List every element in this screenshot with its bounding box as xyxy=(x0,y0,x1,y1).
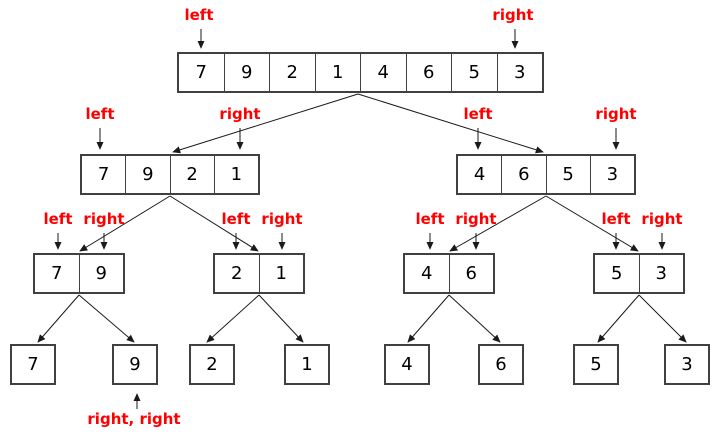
array-cell: 2 xyxy=(215,255,260,292)
split-arrow xyxy=(169,195,259,252)
split-arrow xyxy=(449,195,547,252)
array-level3-c: 4 6 xyxy=(403,253,495,294)
array-cell: 5 xyxy=(595,255,640,292)
array-cell: 3 xyxy=(514,62,526,83)
array-cell: 9 xyxy=(225,54,270,91)
split-arrow xyxy=(206,294,260,343)
right-pointer-label: right xyxy=(641,210,683,228)
array-cell: 3 xyxy=(655,263,667,284)
array-cell: 2 xyxy=(171,156,215,193)
array-cell: 9 xyxy=(126,156,171,193)
array-cell: 3 xyxy=(606,164,619,185)
right-pointer-label: right xyxy=(219,105,261,123)
array-level3-b: 2 1 xyxy=(213,253,305,294)
right-pointer-label: right xyxy=(83,210,125,228)
array-cell: 6 xyxy=(502,156,547,193)
split-arrow xyxy=(638,294,687,343)
array-cell: 6 xyxy=(465,263,477,284)
split-arrow xyxy=(597,294,640,343)
array-cell: 6 xyxy=(407,54,452,91)
array-cell: 4 xyxy=(458,156,503,193)
right-pointer-label: right xyxy=(261,210,303,228)
box-level4-6: 6 xyxy=(478,344,524,385)
array-cell: 1 xyxy=(316,54,361,91)
array-cell: 9 xyxy=(95,263,107,284)
array-cell: 5 xyxy=(452,54,498,91)
array-level3-a: 7 9 xyxy=(33,253,125,294)
array-cell: 4 xyxy=(361,54,407,91)
split-arrow xyxy=(79,195,171,252)
left-pointer-label: left xyxy=(415,210,445,228)
array-cell: 4 xyxy=(405,255,450,292)
array-level3-d: 5 3 xyxy=(593,253,685,294)
split-arrow xyxy=(258,294,304,343)
split-arrow xyxy=(78,294,135,343)
array-level1: 7 9 2 1 4 6 5 3 xyxy=(177,52,544,93)
box-level4-4: 1 xyxy=(284,344,330,385)
right-pointer-label: right xyxy=(595,105,637,123)
left-pointer-label: left xyxy=(221,210,251,228)
array-level2-left: 7 9 2 1 xyxy=(80,154,260,195)
array-cell: 7 xyxy=(82,156,127,193)
split-arrow xyxy=(172,93,359,154)
array-cell: 7 xyxy=(179,54,225,91)
array-cell: 7 xyxy=(35,255,80,292)
split-arrow xyxy=(407,294,450,343)
right-pointer-label: right xyxy=(455,210,497,228)
box-level4-8: 3 xyxy=(664,344,710,385)
box-level4-2: 9 xyxy=(112,344,158,385)
left-pointer-label: left xyxy=(85,105,115,123)
array-cell: 5 xyxy=(547,156,591,193)
box-level4-1: 7 xyxy=(10,344,56,385)
box-level4-5: 4 xyxy=(384,344,430,385)
left-pointer-label: left xyxy=(463,105,493,123)
array-cell: 2 xyxy=(270,54,316,91)
array-cell: 1 xyxy=(275,263,287,284)
array-cell: 1 xyxy=(230,164,243,185)
left-pointer-label: left xyxy=(601,210,631,228)
box-level4-7: 5 xyxy=(573,344,619,385)
split-arrow xyxy=(357,93,544,154)
left-pointer-label: left xyxy=(184,6,214,24)
split-arrow xyxy=(448,294,501,343)
split-arrow xyxy=(37,294,80,343)
left-pointer-label: left xyxy=(43,210,73,228)
array-level2-right: 4 6 5 3 xyxy=(456,154,636,195)
split-arrow xyxy=(545,195,639,252)
right-pointer-label: right xyxy=(492,6,534,24)
box-level4-3: 2 xyxy=(189,344,235,385)
right-right-note: right, right xyxy=(87,410,181,428)
